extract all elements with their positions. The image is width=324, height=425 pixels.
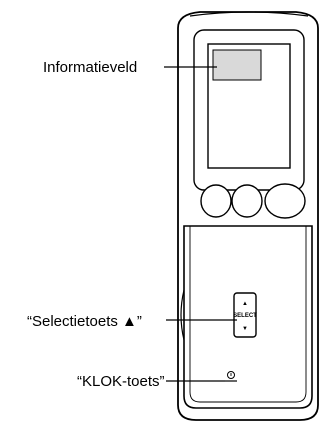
- callout-info-field: Informatieveld: [43, 59, 137, 76]
- round-button-right[interactable]: [264, 183, 306, 219]
- clock-icon: [227, 371, 235, 379]
- round-button-middle[interactable]: [231, 184, 263, 218]
- select-key[interactable]: [233, 292, 257, 338]
- remote-left-groove: [180, 289, 185, 341]
- remote-top-edge: [189, 11, 309, 17]
- information-field: [212, 49, 262, 81]
- select-key-label: SELECT: [233, 313, 257, 319]
- callout-select-key: “Selectietoets ▲”: [27, 313, 142, 330]
- callout-clock-key: “KLOK-toets”: [77, 373, 165, 390]
- round-button-left[interactable]: [200, 184, 232, 218]
- remote-lower-cover-inner-edge: [189, 226, 307, 403]
- select-key-down-arrow: ▼: [242, 326, 248, 332]
- select-key-up-arrow: ▲: [242, 301, 248, 307]
- clock-key[interactable]: [225, 371, 237, 382]
